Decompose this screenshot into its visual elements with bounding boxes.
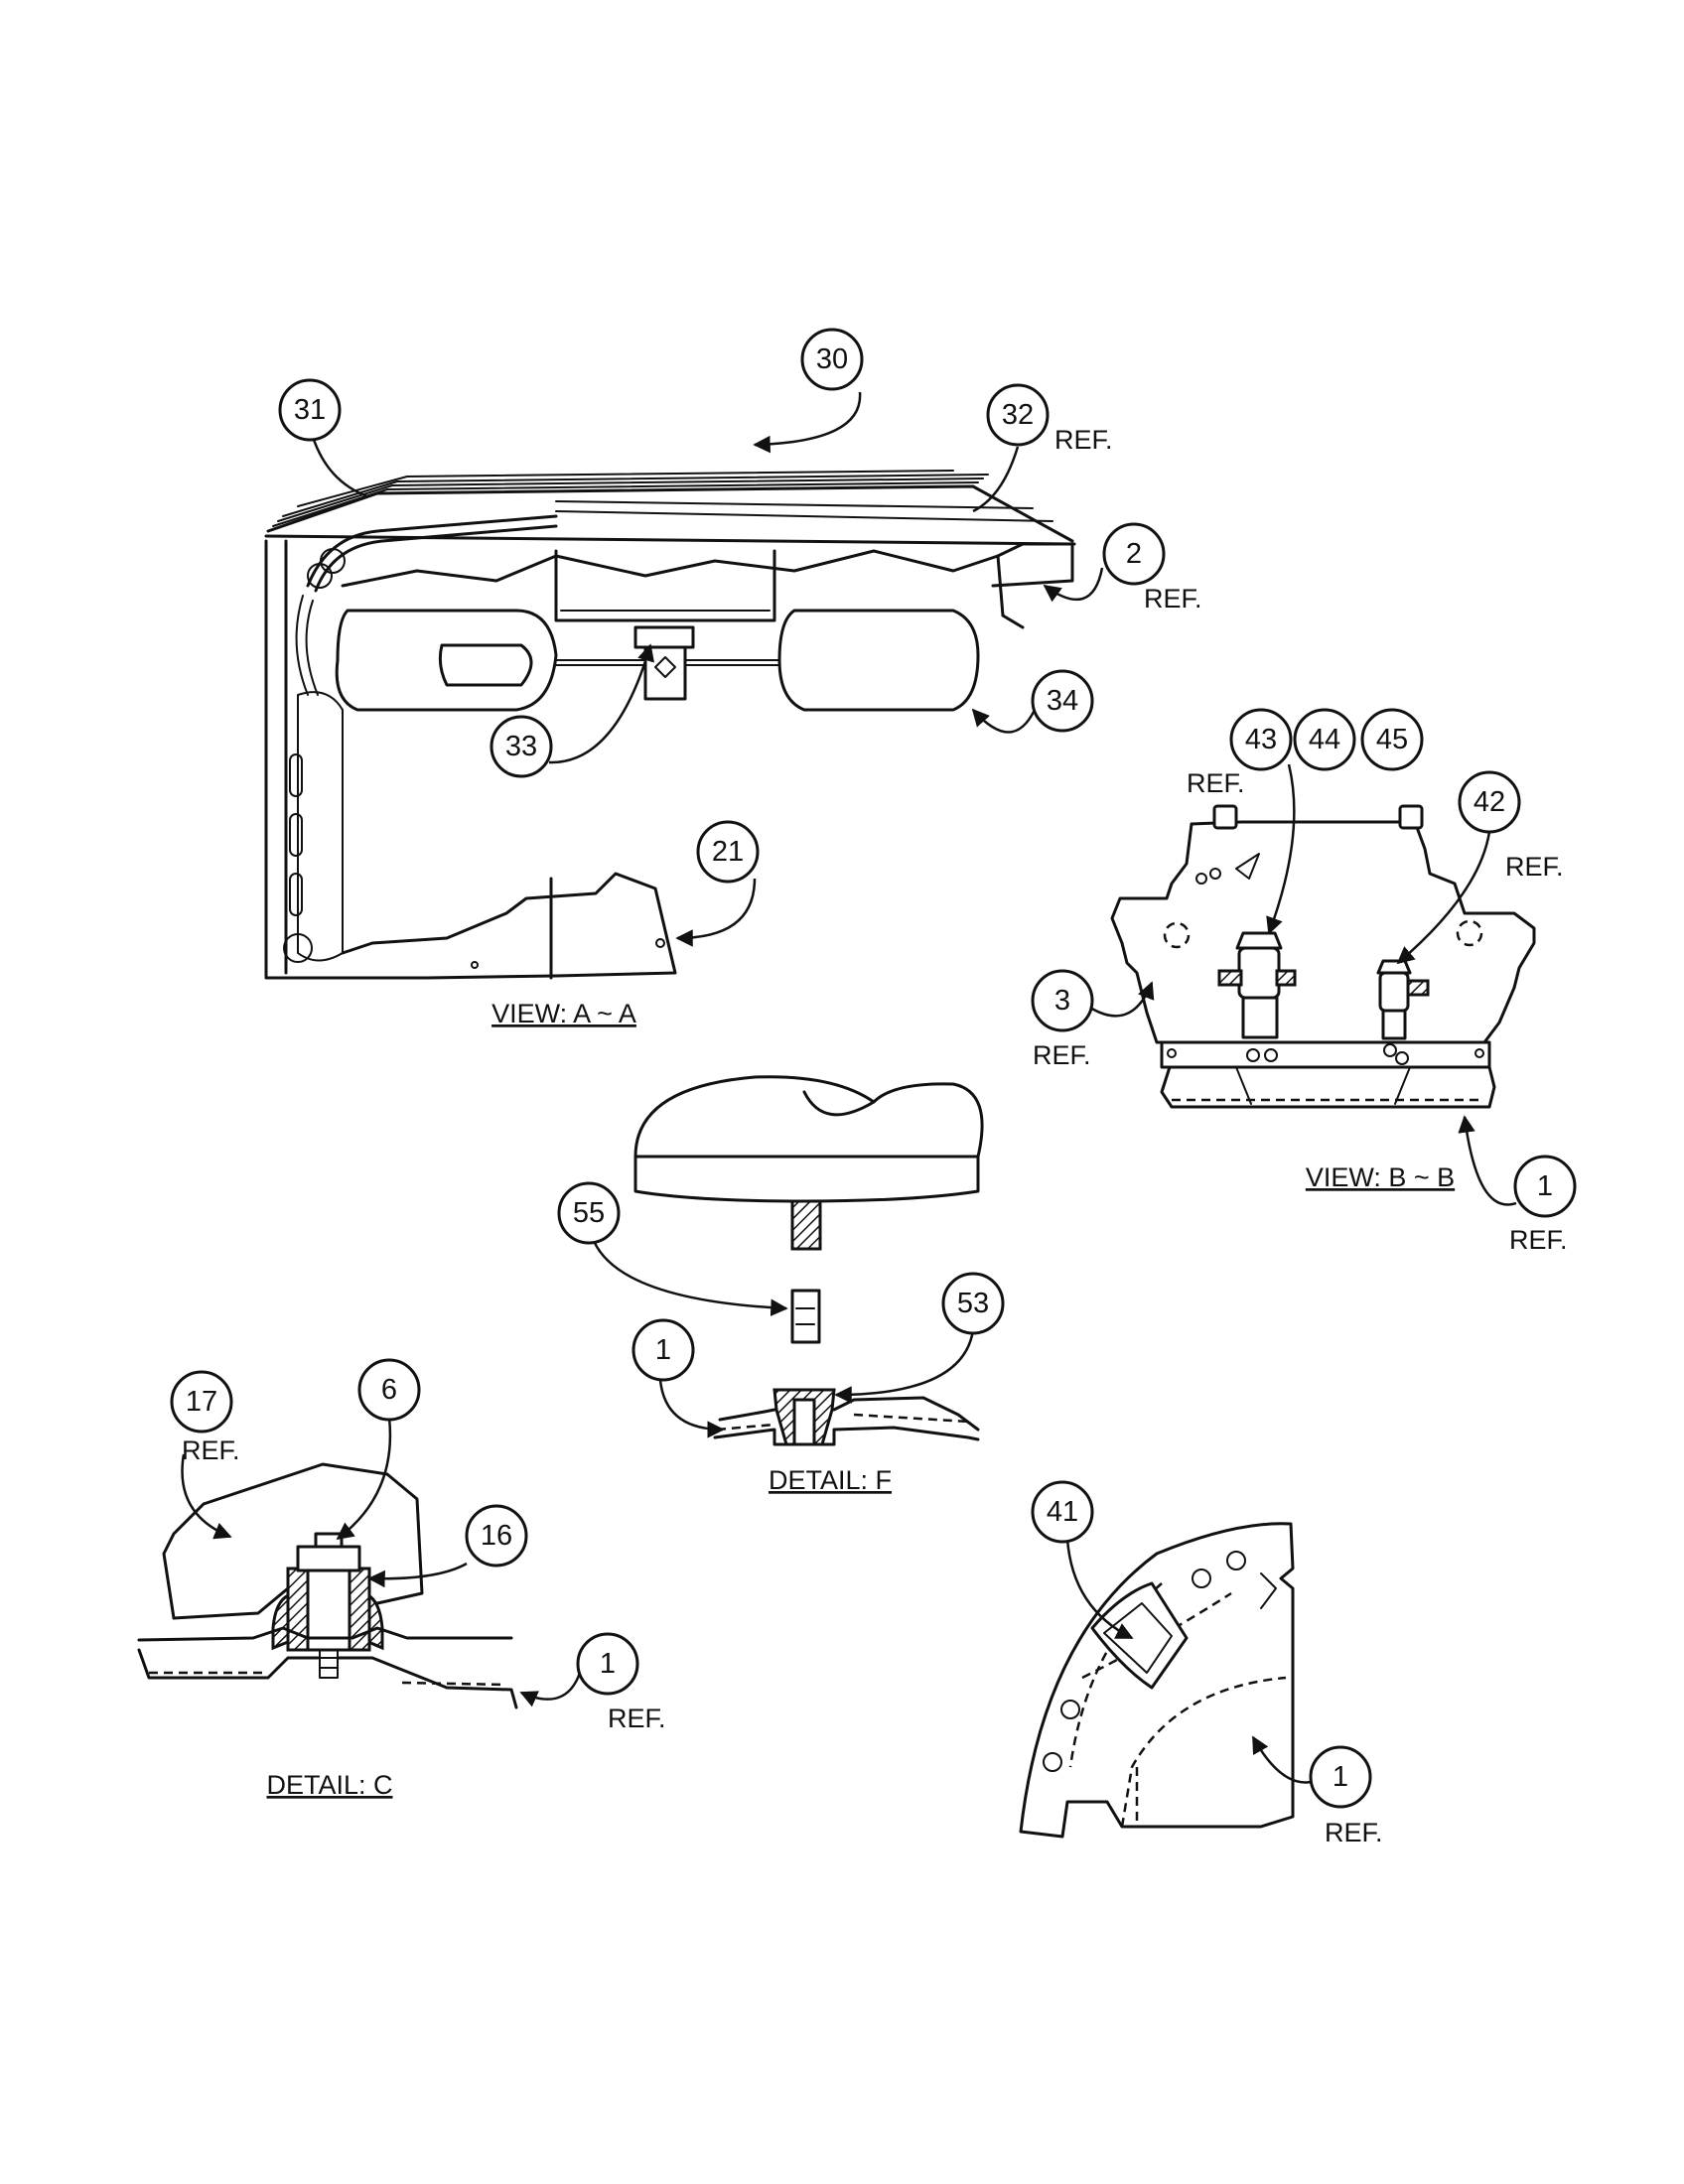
svg-text:1: 1 — [655, 1334, 671, 1366]
callout-2: 2 REF. — [1043, 522, 1202, 614]
svg-text:REF.: REF. — [1505, 852, 1564, 882]
svg-text:REF.: REF. — [1325, 1818, 1383, 1847]
svg-text:41: 41 — [1047, 1496, 1078, 1528]
caption-view-b-b: VIEW: B ~ B — [1306, 1162, 1455, 1192]
svg-text:43: 43 — [1245, 724, 1277, 755]
callout-44: 44 — [1293, 708, 1356, 771]
svg-text:REF.: REF. — [1033, 1040, 1091, 1070]
svg-text:34: 34 — [1047, 685, 1078, 717]
svg-text:53: 53 — [957, 1288, 989, 1319]
svg-text:21: 21 — [712, 836, 744, 868]
svg-text:REF.: REF. — [608, 1704, 666, 1733]
callout-55: 55 — [557, 1181, 788, 1316]
caption-detail-f: DETAIL: F — [769, 1465, 892, 1495]
svg-text:33: 33 — [505, 731, 537, 762]
callout-43: 43 REF. — [1187, 708, 1296, 935]
callout-31: 31 — [278, 378, 368, 498]
detail-41-drawing — [1019, 1522, 1295, 1839]
callout-1-view-b: 1 REF. — [1458, 1115, 1577, 1255]
svg-text:REF.: REF. — [1054, 425, 1113, 455]
svg-text:REF.: REF. — [1509, 1225, 1568, 1255]
svg-text:1: 1 — [1537, 1170, 1553, 1202]
callout-45: 45 — [1360, 708, 1424, 771]
svg-text:17: 17 — [186, 1386, 217, 1418]
callout-1-detail-f: 1 — [632, 1318, 725, 1438]
callout-34: 34 — [971, 669, 1094, 734]
view-b-b-drawing — [1110, 804, 1536, 1109]
svg-text:30: 30 — [816, 343, 848, 375]
callout-33: 33 — [490, 643, 654, 778]
callout-1-detail-41: 1 REF. — [1251, 1735, 1383, 1847]
svg-text:16: 16 — [481, 1520, 512, 1552]
callout-6: 6 — [336, 1358, 421, 1541]
callout-21: 21 — [675, 820, 760, 947]
svg-text:55: 55 — [573, 1197, 605, 1229]
callout-3: 3 REF. — [1031, 969, 1155, 1070]
svg-text:1: 1 — [1333, 1761, 1348, 1793]
callout-30: 30 — [753, 328, 864, 454]
callout-42: 42 REF. — [1396, 770, 1564, 965]
svg-text:31: 31 — [294, 394, 326, 426]
svg-text:REF.: REF. — [1187, 768, 1245, 798]
caption-detail-c: DETAIL: C — [266, 1770, 392, 1800]
svg-text:REF.: REF. — [182, 1435, 240, 1465]
caption-view-a-a: VIEW: A ~ A — [491, 999, 636, 1028]
svg-text:45: 45 — [1376, 724, 1408, 755]
callout-17: 17 REF. — [170, 1370, 240, 1540]
callout-16: 16 — [367, 1504, 528, 1588]
view-a-a-drawing — [264, 470, 1076, 980]
svg-text:44: 44 — [1309, 724, 1340, 755]
callout-41: 41 — [1031, 1480, 1134, 1640]
detail-f-drawing — [633, 1075, 984, 1446]
callout-32: 32 REF. — [972, 383, 1113, 513]
detail-c-drawing — [137, 1462, 518, 1709]
svg-text:6: 6 — [381, 1374, 397, 1406]
svg-text:3: 3 — [1054, 985, 1070, 1017]
svg-text:1: 1 — [600, 1648, 616, 1680]
svg-text:42: 42 — [1474, 786, 1505, 818]
svg-text:REF.: REF. — [1144, 584, 1202, 614]
callout-1-detail-c: 1 REF. — [519, 1632, 666, 1733]
svg-text:32: 32 — [1002, 399, 1034, 431]
svg-text:2: 2 — [1126, 538, 1142, 570]
callout-53: 53 — [834, 1272, 1005, 1404]
